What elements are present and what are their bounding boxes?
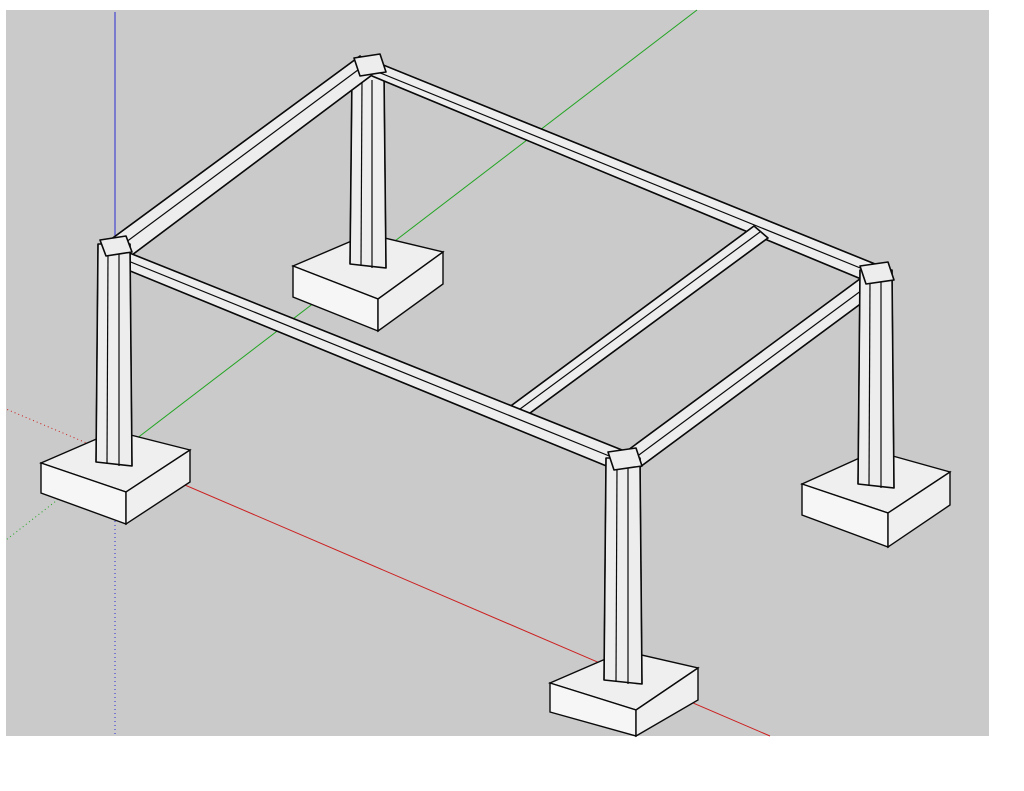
column-front[interactable] <box>603 457 643 685</box>
green-axis <box>114 9 698 456</box>
column-left[interactable] <box>95 243 133 467</box>
beam-left[interactable] <box>109 55 377 259</box>
beam-right[interactable] <box>619 269 883 471</box>
column-back[interactable] <box>349 71 387 269</box>
canvas-background <box>6 10 989 736</box>
footing-right[interactable] <box>800 450 952 549</box>
joint-plates <box>99 53 895 471</box>
column-right[interactable] <box>857 269 895 489</box>
